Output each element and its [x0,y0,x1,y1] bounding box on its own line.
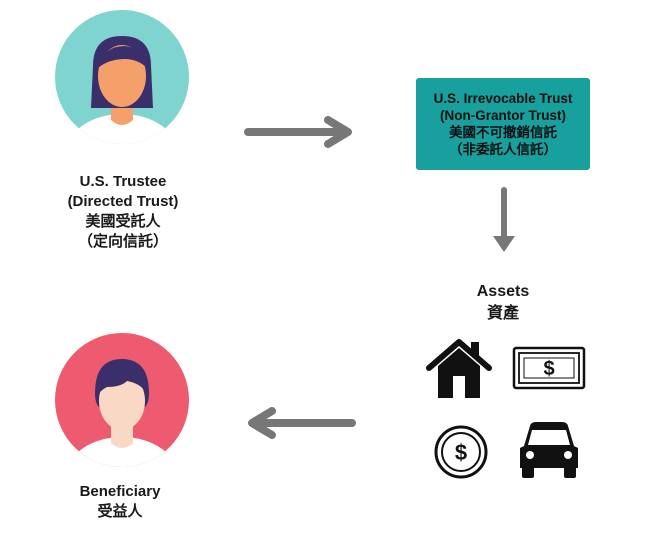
trustee-title: U.S. Trustee [79,173,167,190]
arrow-left [244,407,356,439]
assets-title-zh: 資產 [486,305,519,322]
trust-subtitle-zh: （非委託人信託） [449,142,557,157]
coin-icon: $ [434,425,488,479]
trustee-title-zh: 美國受託人 [85,213,161,230]
arrow-down-icon [493,187,515,252]
assets-label: Assets 資產 [463,281,543,325]
assets-title: Assets [476,283,530,300]
arrow-down [490,186,518,256]
beneficiary-person-icon [55,333,189,467]
trustee-label: U.S. Trustee (Directed Trust) 美國受託人 （定向信… [48,172,198,252]
beneficiary-title-zh: 受益人 [97,503,143,520]
trust-subtitle: (Non-Grantor Trust) [440,108,566,123]
trustee-person-icon [55,10,189,144]
trust-box: U.S. Irrevocable Trust (Non-Grantor Trus… [416,78,590,170]
banknote-asset: $ [512,346,586,390]
house-asset [426,336,492,400]
trustee-subtitle-zh: （定向信託） [77,233,168,250]
svg-text:$: $ [455,440,467,465]
trust-title-zh: 美國不可撤銷信託 [449,125,557,140]
banknote-icon: $ [512,346,586,390]
svg-text:$: $ [543,358,554,380]
trustee-avatar [55,10,189,144]
trust-title: U.S. Irrevocable Trust [433,91,573,106]
trustee-subtitle: (Directed Trust) [67,193,179,210]
beneficiary-label: Beneficiary 受益人 [60,482,180,522]
house-icon [426,339,492,398]
arrow-right [244,116,356,148]
beneficiary-avatar [55,333,189,467]
arrow-right-icon [244,116,352,148]
beneficiary-title: Beneficiary [79,483,161,500]
car-asset [516,420,582,480]
car-icon [520,422,578,478]
coin-asset: $ [433,424,489,480]
arrow-left-icon [248,407,356,439]
